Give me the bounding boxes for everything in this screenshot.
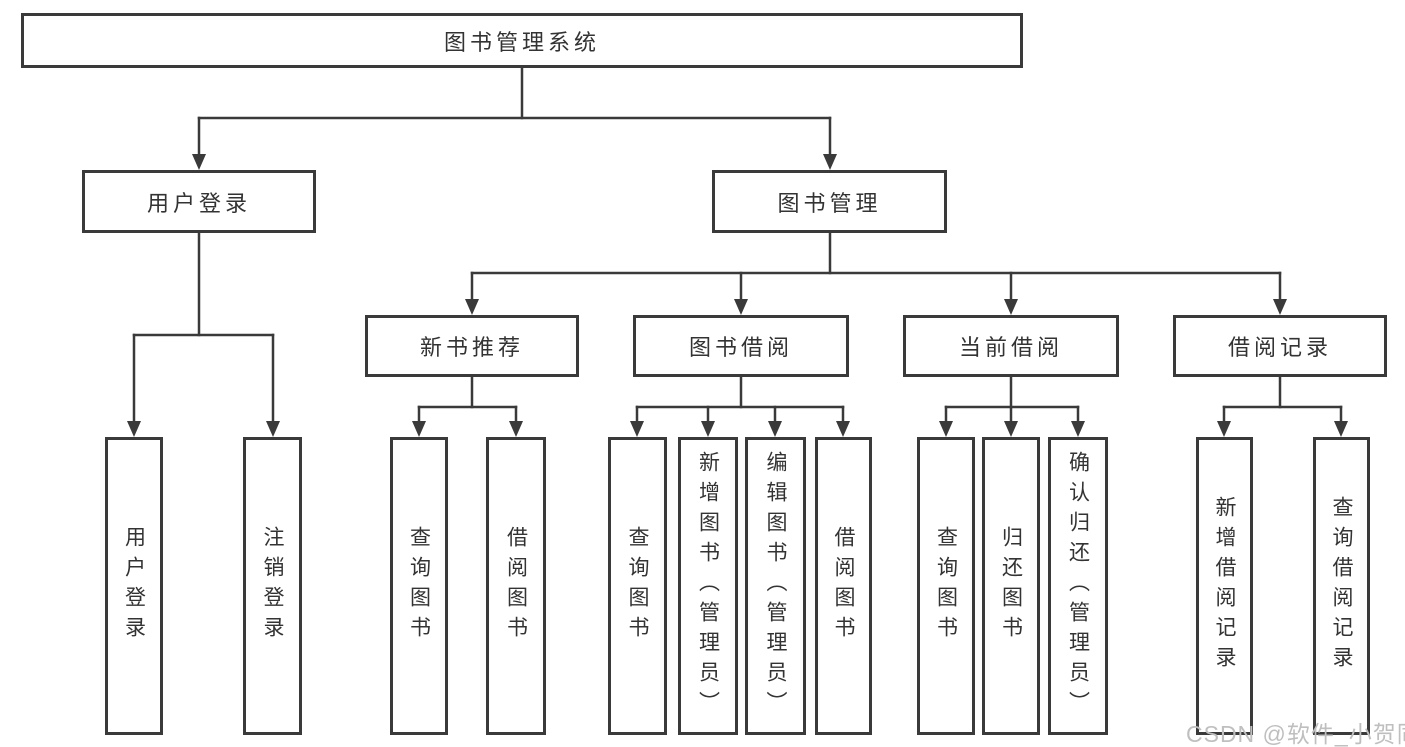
node-book-management: 图书管理 [712, 170, 947, 233]
node-leaf-add-books-admin: 新增图书（管理员） [678, 437, 738, 735]
node-label: 当前借阅 [958, 335, 1063, 360]
csdn-watermark: CSDN @软件_小贺同学 [1186, 721, 1405, 747]
node-leaf-logout: 注销登录 [243, 437, 302, 735]
node-leaf-confirm-return-admin: 确认归还（管理员） [1048, 437, 1108, 735]
node-label: 查询图书 [407, 526, 431, 646]
node-label: 注销登录 [261, 526, 284, 646]
node-label: 编辑图书（管理员） [764, 451, 787, 721]
node-label: 用户登录 [122, 526, 146, 646]
node-leaf-borrow-books-recommend: 借阅图书 [486, 437, 546, 735]
node-label: 图书管理 [777, 190, 882, 216]
node-leaf-query-books-current: 查询图书 [917, 437, 975, 735]
node-label: 借阅图书 [504, 526, 528, 646]
node-leaf-user-login: 用户登录 [105, 437, 163, 735]
node-borrow-records: 借阅记录 [1173, 315, 1387, 377]
node-label: 查询图书 [626, 526, 649, 646]
node-leaf-borrow-books: 借阅图书 [815, 437, 872, 735]
node-label: 归还图书 [999, 526, 1023, 646]
node-label: 确认归还（管理员） [1066, 451, 1090, 721]
node-book-borrow: 图书借阅 [633, 315, 849, 377]
node-label: 借阅记录 [1227, 335, 1332, 360]
node-user-login: 用户登录 [82, 170, 316, 233]
node-label: 新增借阅记录 [1213, 496, 1236, 676]
node-leaf-return-books: 归还图书 [982, 437, 1040, 735]
node-new-book-recommend: 新书推荐 [365, 315, 579, 377]
node-leaf-query-borrow-record: 查询借阅记录 [1313, 437, 1370, 735]
node-label: 用户登录 [146, 190, 251, 216]
node-label: 查询图书 [934, 526, 958, 646]
node-current-borrow: 当前借阅 [903, 315, 1119, 377]
node-label: 查询借阅记录 [1330, 496, 1353, 676]
node-leaf-add-borrow-record: 新增借阅记录 [1196, 437, 1253, 735]
node-label: 图书借阅 [688, 335, 793, 360]
node-label: 借阅图书 [832, 526, 855, 646]
node-label: 新增图书（管理员） [696, 451, 720, 721]
node-label: 图书管理系统 [443, 29, 600, 55]
node-leaf-query-books-borrow: 查询图书 [608, 437, 667, 735]
node-leaf-query-books-recommend: 查询图书 [390, 437, 448, 735]
node-root-system: 图书管理系统 [21, 13, 1023, 68]
node-label: 新书推荐 [419, 335, 524, 360]
node-leaf-edit-books-admin: 编辑图书（管理员） [745, 437, 806, 735]
